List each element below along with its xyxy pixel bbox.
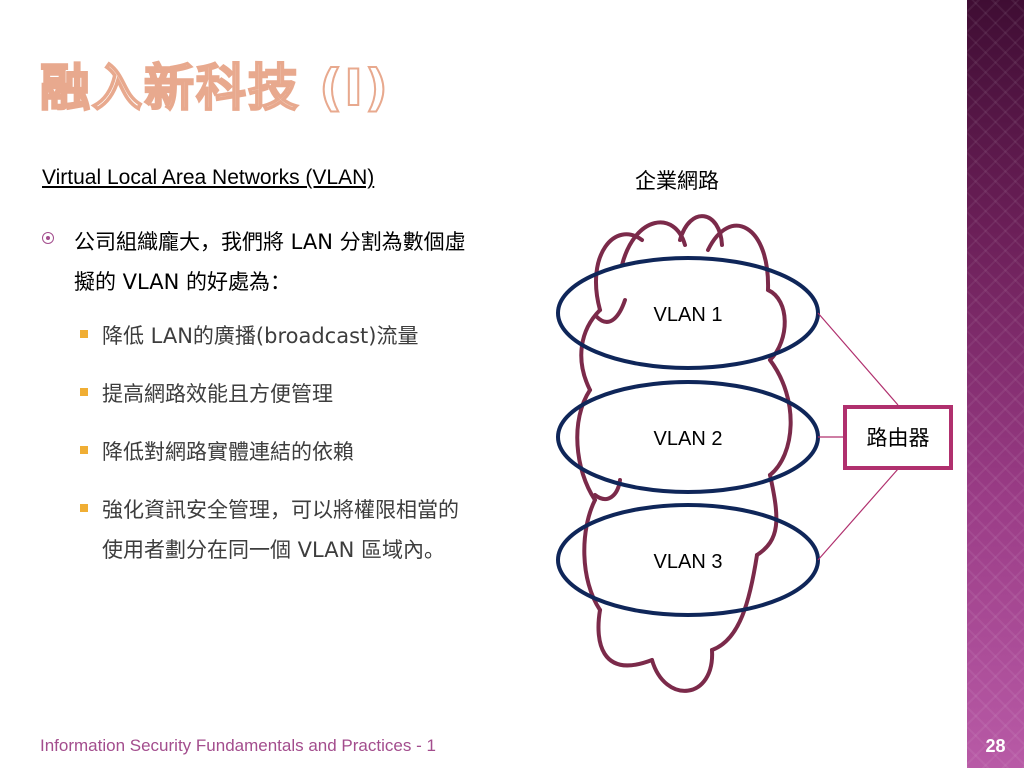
- router-label: 路由器: [867, 426, 930, 450]
- sub-bullet-text: 提高網路效能且方便管理: [102, 382, 333, 406]
- sub-bullet: 提高網路效能且方便管理: [80, 374, 500, 414]
- slide-subtitle: Virtual Local Area Networks (VLAN): [42, 166, 375, 189]
- main-bullet: 公司組織龐大，我們將 LAN 分割為數個虛擬的 VLAN 的好處為：: [42, 222, 492, 302]
- enterprise-network-cloud: [575, 214, 793, 693]
- square-bullet-icon: [80, 504, 88, 512]
- footer-text: Information Security Fundamentals and Pr…: [40, 736, 436, 755]
- cloud-label: 企業網路: [635, 169, 719, 193]
- sub-bullet: 降低對網路實體連結的依賴: [80, 432, 500, 472]
- page-number: 28: [985, 736, 1006, 756]
- main-bullet-text: 公司組織龐大，我們將 LAN 分割為數個虛擬的 VLAN 的好處為：: [74, 230, 466, 294]
- sub-bullet: 強化資訊安全管理，可以將權限相當的使用者劃分在同一個 VLAN 區域內。: [80, 490, 500, 570]
- router-box: [843, 405, 953, 470]
- link-vlan1-router: [817, 312, 899, 406]
- sub-bullet-text: 降低對網路實體連結的依賴: [102, 440, 354, 464]
- sub-bullet-text: 強化資訊安全管理，可以將權限相當的使用者劃分在同一個 VLAN 區域內。: [102, 498, 459, 562]
- slide-title: 融入新科技 (I): [39, 58, 390, 118]
- link-vlan3-router: [817, 468, 899, 561]
- square-bullet-icon: [80, 388, 88, 396]
- sub-bullet-text: 降低 LAN的廣播(broadcast)流量: [102, 324, 419, 348]
- vlan3-label: VLAN 3: [654, 551, 723, 573]
- vlan1-label: VLAN 1: [654, 304, 723, 326]
- sub-bullet: 降低 LAN的廣播(broadcast)流量: [80, 316, 500, 356]
- circle-bullet-icon: [42, 232, 54, 244]
- vlan-diagram: 企業網路 VLAN 1 VLAN 2 VLAN 3 路由器: [556, 169, 953, 693]
- square-bullet-icon: [80, 446, 88, 454]
- vlan2-label: VLAN 2: [654, 428, 723, 450]
- square-bullet-icon: [80, 330, 88, 338]
- decorative-side-band: [967, 0, 1024, 768]
